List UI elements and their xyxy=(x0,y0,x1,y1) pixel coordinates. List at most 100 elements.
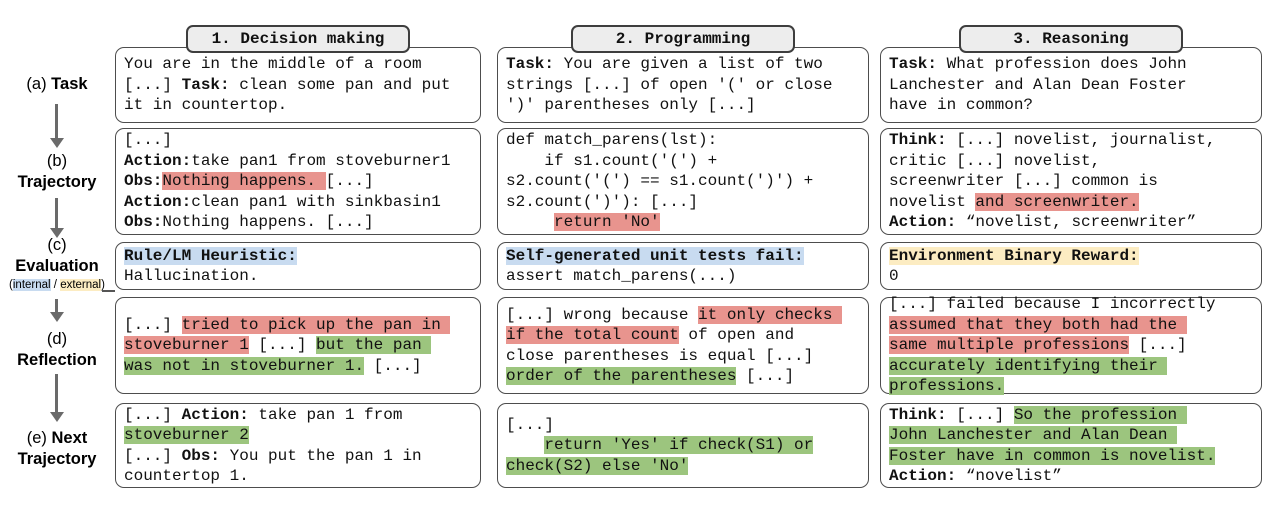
programming-reflection-text: [...] wrong because it only checks if th… xyxy=(506,305,860,387)
text-segment: clean some pan and put it in countertop. xyxy=(124,75,451,115)
column-header-decision-making: 1. Decision making xyxy=(186,25,410,53)
text-segment: ( xyxy=(9,279,13,291)
decision-task-cell: You are in the middle of a room [...] Ta… xyxy=(115,47,481,123)
column-header-label: 3. Reasoning xyxy=(1013,30,1129,48)
text-segment: [...] xyxy=(325,172,374,191)
row-letter-e: (e) xyxy=(26,429,52,447)
decision-trajectory-cell: [...] Action:take pan1 from stoveburner1… xyxy=(115,128,481,235)
reasoning-next-trajectory-cell: Think: [...] So the profession John Lanc… xyxy=(880,403,1262,488)
text-segment: [...] xyxy=(124,131,173,150)
column-decision-making: 1. Decision making You are in the middle… xyxy=(115,0,481,514)
decision-next-trajectory-cell: [...] Action: take pan 1 from stoveburne… xyxy=(115,403,481,488)
highlighted-text-segment: Self-generated unit tests fail: xyxy=(506,246,804,265)
reasoning-reflection-text: [...] failed because I incorrectly assum… xyxy=(889,294,1253,397)
highlighted-text-segment: accurately identifying their professions… xyxy=(889,356,1168,396)
row-letter-d: (d) xyxy=(46,330,68,348)
legend-connector-line xyxy=(102,290,115,292)
text-segment: Action: xyxy=(889,467,957,485)
row-title-trajectory: Trajectory xyxy=(17,173,97,191)
down-arrow-icon xyxy=(55,299,58,312)
column-header-label: 2. Programming xyxy=(615,30,751,48)
text-segment: Action: xyxy=(889,213,957,232)
text-segment: Action: xyxy=(181,405,249,424)
column-programming: 2. Programming Task: You are given a lis… xyxy=(497,0,869,514)
reasoning-evaluation-cell: Environment Binary Reward: 0 xyxy=(880,242,1262,290)
highlighted-text-segment: and screenwriter. xyxy=(975,192,1139,211)
reasoning-task-text: Task: What profession does John Lanchest… xyxy=(889,54,1253,116)
text-segment: Think: xyxy=(889,405,947,424)
reasoning-trajectory-text: Think: [...] novelist, journalist, criti… xyxy=(889,130,1253,233)
text-segment: def match_parens(lst): if s1.count('(') … xyxy=(506,131,814,211)
text-segment: Action: xyxy=(124,151,192,170)
reasoning-task-cell: Task: What profession does John Lanchest… xyxy=(880,47,1262,123)
programming-evaluation-text: Self-generated unit tests fail: assert m… xyxy=(506,246,860,287)
text-segment: [...] xyxy=(946,405,1014,424)
text-segment: Obs: xyxy=(181,446,221,465)
internal-external-legend: (internal / external) xyxy=(0,277,114,293)
programming-task-text: Task: You are given a list of two string… xyxy=(506,54,860,116)
text-segment: [...] xyxy=(364,356,422,375)
text-segment: take pan1 from stoveburner1 xyxy=(191,151,451,170)
row-letter-c: (c) xyxy=(47,236,67,254)
programming-task-cell: Task: You are given a list of two string… xyxy=(497,47,869,123)
programming-trajectory-cell: def match_parens(lst): if s1.count('(') … xyxy=(497,128,869,235)
row-letter-b: (b) xyxy=(46,152,68,170)
text-segment: [...] xyxy=(506,415,555,434)
text-segment: [...] wrong because xyxy=(506,305,699,324)
text-segment: [...] xyxy=(124,446,173,465)
text-segment: Obs: xyxy=(124,213,163,232)
highlighted-text-segment: return 'Yes' if check(S1) or check(S2) e… xyxy=(506,436,814,475)
highlighted-text-segment: order of the parentheses xyxy=(506,367,737,385)
highlighted-text-segment: stoveburner 2 xyxy=(124,426,249,444)
text-segment: 0 xyxy=(889,267,899,285)
reasoning-trajectory-cell: Think: [...] novelist, journalist, criti… xyxy=(880,128,1262,235)
text-segment: [...] xyxy=(1138,336,1187,355)
programming-reflection-cell: [...] wrong because it only checks if th… xyxy=(497,297,869,394)
column-header-programming: 2. Programming xyxy=(571,25,795,53)
column-header-reasoning: 3. Reasoning xyxy=(959,25,1183,53)
text-segment: [...] novelist, journalist, critic [...]… xyxy=(889,131,1216,211)
row-label-next-trajectory: (e) Next Trajectory xyxy=(0,428,114,470)
text-segment: [...] xyxy=(124,315,182,334)
text-segment: Action: xyxy=(124,192,192,211)
column-header-label: 1. Decision making xyxy=(211,30,385,48)
row-label-task: (a) Task xyxy=(0,74,114,95)
reasoning-evaluation-text: Environment Binary Reward: 0 xyxy=(889,246,1253,287)
decision-evaluation-text: Rule/LM Heuristic: Hallucination. xyxy=(124,246,472,287)
highlighted-text-segment: internal xyxy=(12,279,51,291)
reasoning-next-trajectory-text: Think: [...] So the profession John Lanc… xyxy=(889,405,1253,487)
row-label-evaluation: (c) Evaluation (internal / external) xyxy=(0,235,114,293)
text-segment: [...] xyxy=(248,336,317,355)
row-label-trajectory: (b) Trajectory xyxy=(0,151,114,193)
down-arrow-icon xyxy=(55,104,58,138)
highlighted-text-segment: external xyxy=(60,279,102,291)
decision-evaluation-cell: Rule/LM Heuristic: Hallucination. xyxy=(115,242,481,290)
text-segment: You are given a list of two strings [...… xyxy=(506,55,833,115)
programming-trajectory-text: def match_parens(lst): if s1.count('(') … xyxy=(506,130,860,233)
text-segment: clean pan1 with sinkbasin1 xyxy=(191,192,441,211)
row-title-task: Task xyxy=(51,75,88,93)
text-segment: You put the pan 1 in countertop 1. xyxy=(124,446,422,486)
highlighted-text-segment: return 'No' xyxy=(554,213,660,232)
decision-reflection-cell: [...] tried to pick up the pan in stoveb… xyxy=(115,297,481,394)
down-arrow-icon xyxy=(55,198,58,228)
decision-reflection-text: [...] tried to pick up the pan in stoveb… xyxy=(124,315,472,377)
text-segment: ) xyxy=(101,279,105,291)
decision-next-trajectory-text: [...] Action: take pan 1 from stoveburne… xyxy=(124,405,472,487)
text-segment: “novelist” xyxy=(956,467,1062,485)
highlighted-text-segment: Rule/LM Heuristic: xyxy=(124,246,297,265)
text-segment: Obs: xyxy=(124,172,163,191)
programming-evaluation-cell: Self-generated unit tests fail: assert m… xyxy=(497,242,869,290)
row-label-reflection: (d) Reflection xyxy=(0,329,114,371)
row-title-next: Next xyxy=(51,429,88,447)
highlighted-text-segment: Nothing happens. xyxy=(162,172,326,191)
highlighted-text-segment: So the profession John Lanchester and Al… xyxy=(889,405,1216,465)
programming-next-trajectory-cell: [...] return 'Yes' if check(S1) or check… xyxy=(497,403,869,488)
text-segment: Task: xyxy=(889,55,938,74)
text-segment: take pan 1 from xyxy=(258,405,403,424)
highlighted-text-segment: assumed that they both had the same mult… xyxy=(889,315,1187,355)
row-label-rail: (a) Task (b) Trajectory (c) Evaluation (… xyxy=(0,0,115,514)
column-reasoning: 3. Reasoning Task: What profession does … xyxy=(880,0,1262,514)
text-segment: You are in the middle of a room [...] xyxy=(124,55,422,94)
